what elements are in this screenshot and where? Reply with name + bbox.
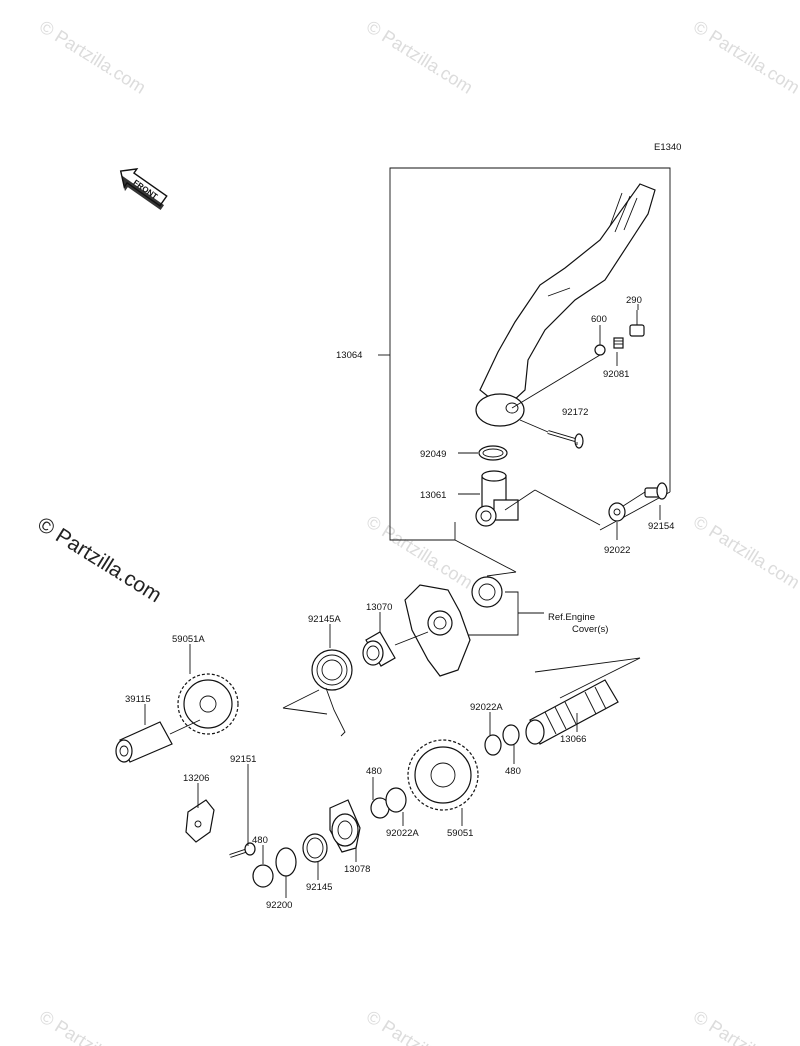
seal-92049 <box>478 445 508 461</box>
gear-59051a <box>177 673 239 735</box>
shaft-13066 <box>525 657 641 745</box>
watermark: © Partzilla.com <box>363 1006 476 1046</box>
washer-92200 <box>275 847 297 877</box>
bush-13070 <box>362 631 429 667</box>
washer-92022 <box>608 502 626 522</box>
label-59051: 59051 <box>447 828 473 839</box>
label-290: 290 <box>626 295 642 306</box>
label-13066: 13066 <box>560 734 586 745</box>
shaft-joint-13061 <box>475 470 519 527</box>
washer-92022a-b <box>484 734 502 756</box>
diagram-code: E1340 <box>654 142 681 153</box>
watermark: © Partzilla.com <box>690 1006 800 1046</box>
label-92022a-right: 92022A <box>470 702 503 713</box>
spring-92081 <box>613 337 624 349</box>
label-92172: 92172 <box>562 407 588 418</box>
watermark: © Partzilla.com <box>363 16 476 97</box>
watermark-prominent: © Partzilla.com <box>33 513 165 607</box>
label-600: 600 <box>591 314 607 325</box>
label-92151: 92151 <box>230 754 256 765</box>
label-39115: 39115 <box>125 694 151 705</box>
part-labels: 13064 290 600 92081 92172 92049 13061 92… <box>125 295 674 911</box>
label-92022: 92022 <box>604 545 630 556</box>
label-13206: 13206 <box>183 773 209 784</box>
watermark: © Partzilla.com <box>690 511 800 592</box>
label-92081: 92081 <box>603 369 629 380</box>
label-13064: 13064 <box>336 350 362 361</box>
ref-bracket <box>468 591 544 636</box>
watermark: © Partzilla.com <box>36 16 149 97</box>
gear-59051 <box>407 739 479 811</box>
ratchet-13078 <box>329 799 361 853</box>
label-480-left: 480 <box>252 835 268 846</box>
label-92145a: 92145A <box>308 614 341 625</box>
kick-pedal-assembly-box <box>378 167 671 541</box>
engine-cover <box>404 584 471 677</box>
bolt-92154 <box>619 482 668 509</box>
watermarks: © Partzilla.com © Partzilla.com © Partzi… <box>33 16 800 1046</box>
watermark: © Partzilla.com <box>363 511 476 592</box>
washer-92022a-a <box>385 787 407 813</box>
stopper-13206 <box>185 799 215 843</box>
oil-seal <box>471 576 503 608</box>
label-92200: 92200 <box>266 900 292 911</box>
front-arrow-icon: FRONT <box>119 168 168 211</box>
spring-92145a <box>311 649 353 737</box>
label-92049: 92049 <box>420 449 446 460</box>
shaft-39115 <box>115 719 201 763</box>
bolt-92151 <box>229 842 256 858</box>
ball-600 <box>594 344 606 356</box>
label-480-right: 480 <box>505 766 521 777</box>
circlip-480-a <box>252 864 274 888</box>
spring-92145 <box>302 833 328 863</box>
label-13061: 13061 <box>420 490 446 501</box>
label-92022a-middle: 92022A <box>386 828 419 839</box>
watermark: © Partzilla.com <box>36 1006 149 1046</box>
leader-lines <box>144 304 661 898</box>
label-92145: 92145 <box>306 882 332 893</box>
label-92154: 92154 <box>648 521 674 532</box>
label-480-middle: 480 <box>366 766 382 777</box>
bolt-92172 <box>519 419 584 449</box>
label-13078: 13078 <box>344 864 370 875</box>
plug-290 <box>629 310 645 337</box>
label-13070: 13070 <box>366 602 392 613</box>
ref-note-line2: Cover(s) <box>572 624 608 635</box>
ref-note-line1: Ref.Engine <box>548 612 595 623</box>
watermark: © Partzilla.com <box>690 16 800 97</box>
label-59051a: 59051A <box>172 634 205 645</box>
kick-pedal-lever <box>475 183 656 427</box>
circlip-480-c <box>502 724 520 746</box>
